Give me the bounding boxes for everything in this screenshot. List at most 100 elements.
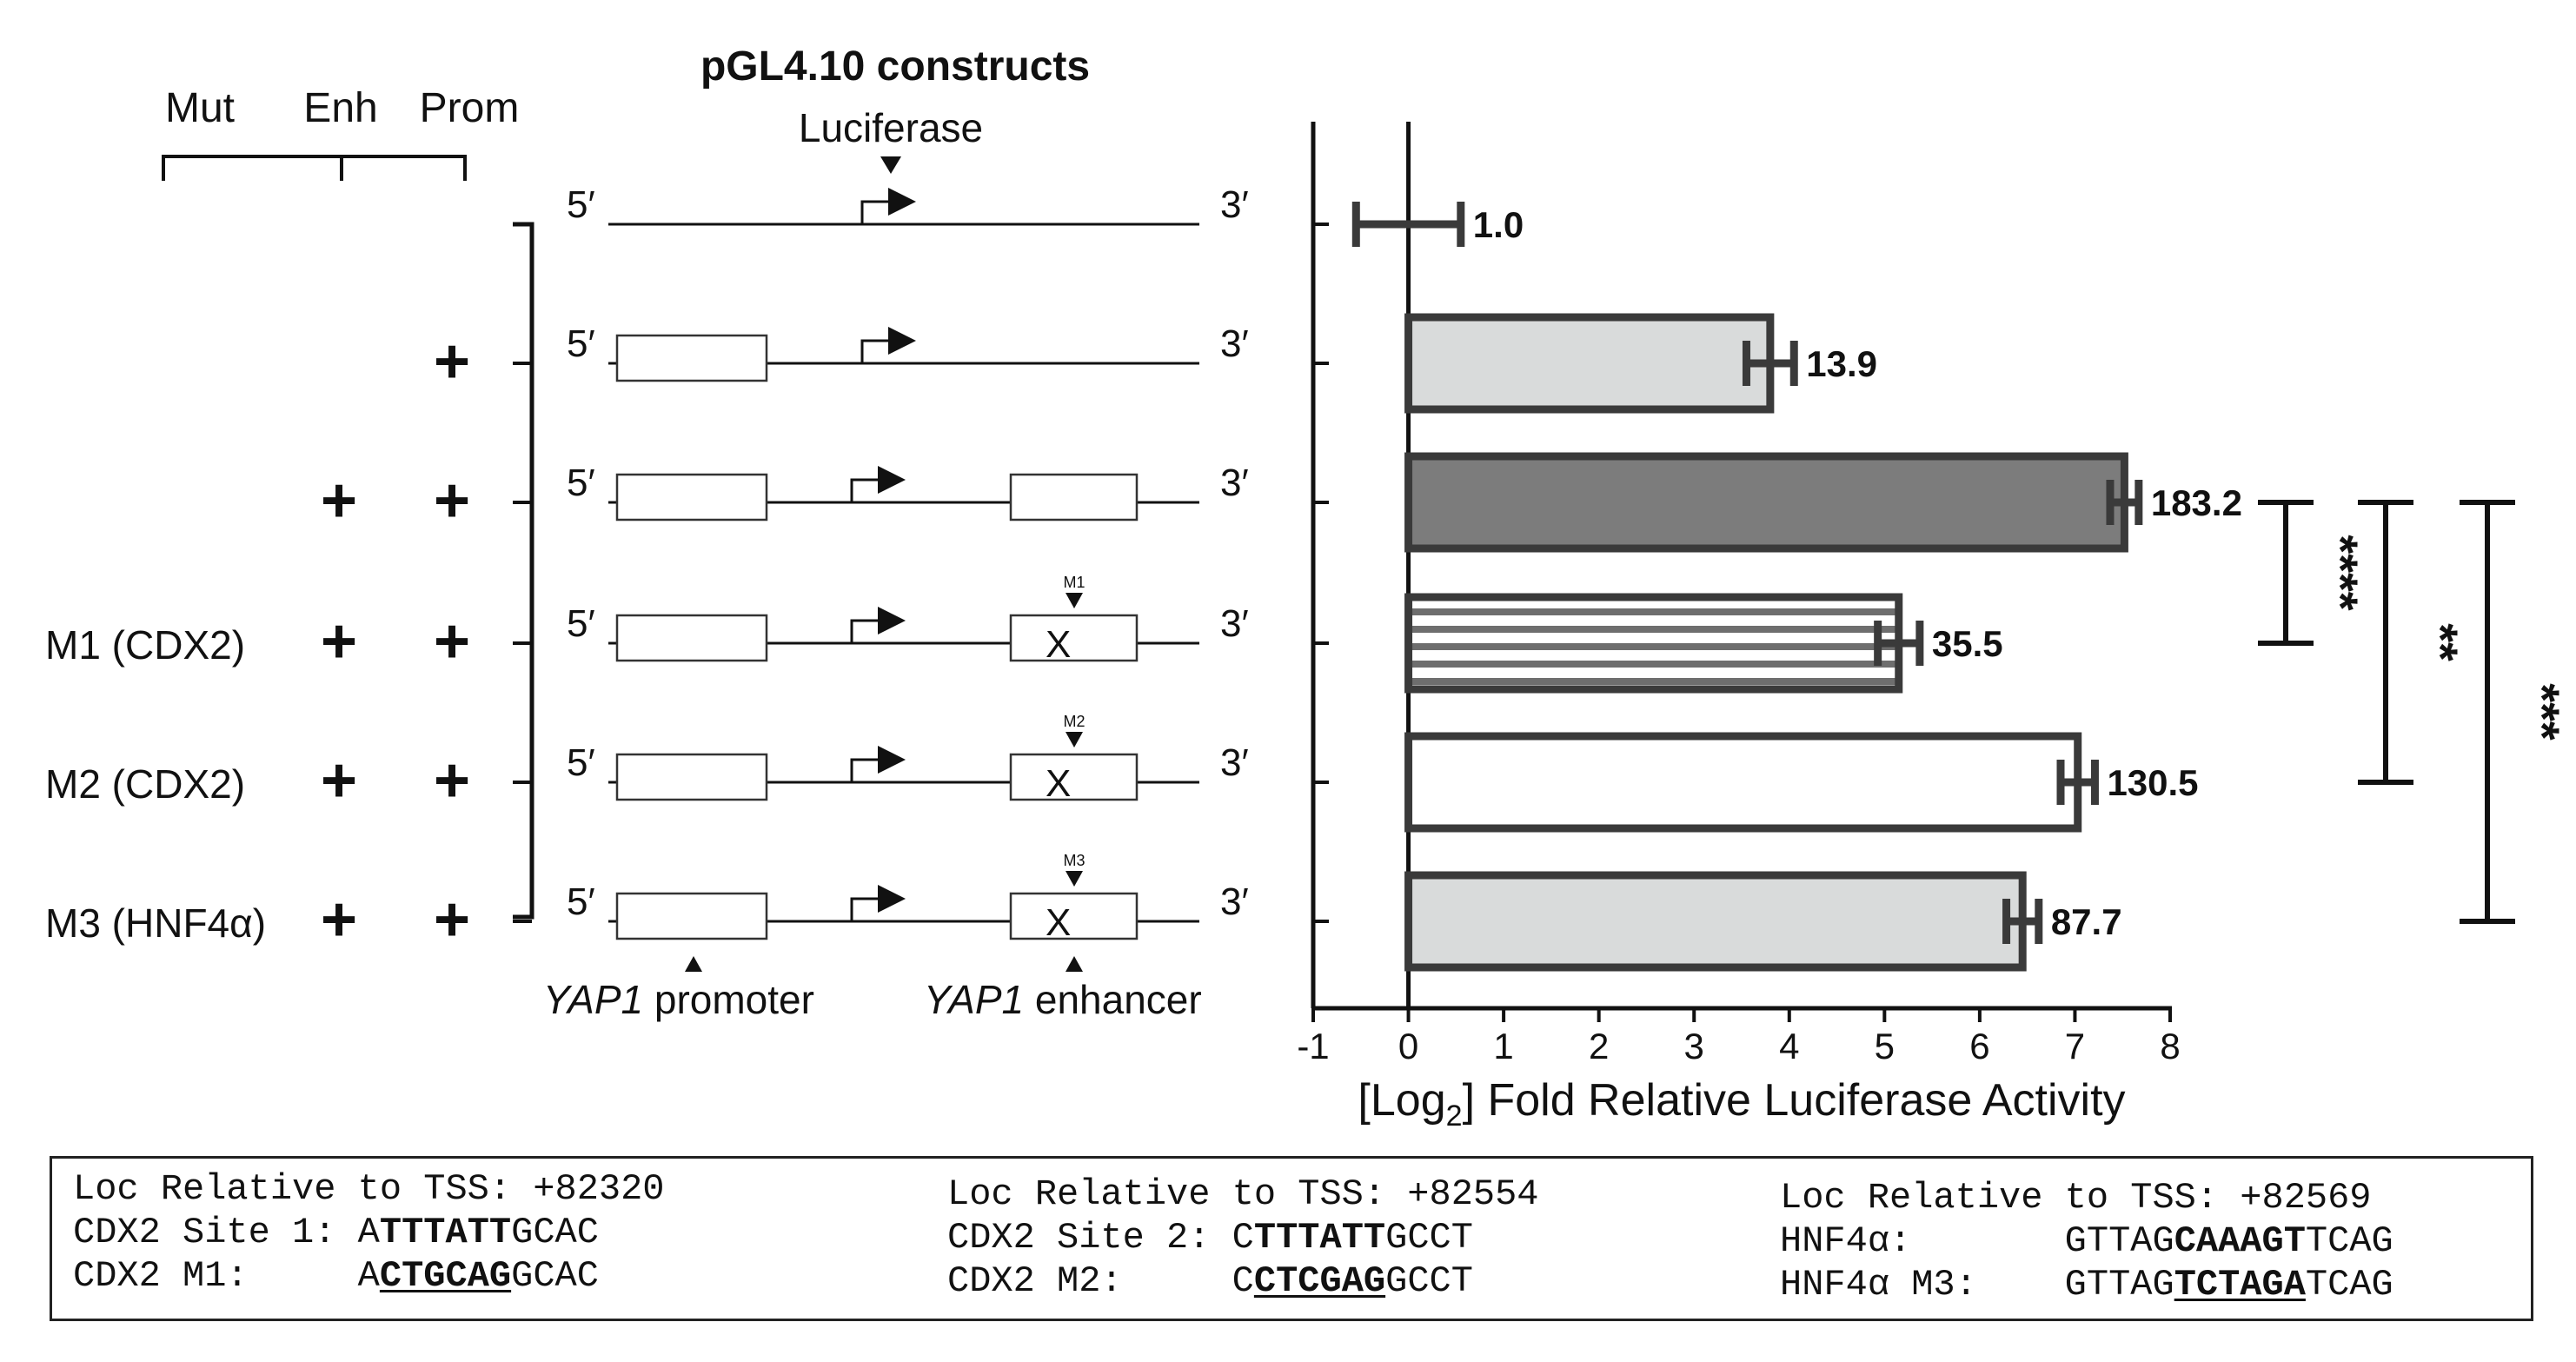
bar-value-label: 13.9 [1806,343,1877,384]
sequence-text: GCAC [511,1255,599,1297]
sequence-text: A [357,1255,380,1297]
bar [1404,871,2027,972]
sequence-text: A [357,1212,380,1253]
sequence-text: GCAC [511,1212,599,1253]
sequence-text: TCAG [2305,1264,2393,1306]
sequence-motif: CTGCAG [379,1255,512,1297]
luciferase-label: Luciferase [799,105,983,150]
three-prime-label: 3′ [1220,462,1249,504]
bar [1404,313,1775,414]
sequence-line: Loc Relative to TSS: +82554 [947,1173,1539,1216]
significance-bracket [2358,500,2413,785]
promoter-label: YAP1 promoter [543,977,814,1022]
promoter-box [615,334,768,382]
column-header-mut: Mut [165,85,235,131]
enhancer-box [1009,614,1139,662]
sequence-line: HNF4α M3: GTTAGTCTAGATCAG [1780,1263,2393,1306]
five-prime-label: 5′ [567,741,595,784]
significance-stars: ** [2413,623,2468,661]
sequence-line: Loc Relative to TSS: +82569 [1780,1176,2393,1219]
x-tick-label: 8 [2160,1026,2180,1066]
five-prime-label: 5′ [567,183,595,226]
promoter-pointer-icon [685,956,702,972]
tss-arrow-icon [850,897,881,921]
site-label: M1 [1063,574,1085,591]
sequence-text: CDX2 M1: [73,1255,358,1297]
sequence-line: CDX2 Site 2: CTTTATTGCCT [947,1216,1539,1259]
x-tick-label: 2 [1589,1026,1609,1066]
three-prime-label: 3′ [1220,602,1249,645]
sequence-line: CDX2 M1: ACTGCAGGCAC [73,1254,665,1298]
sequence-text: Loc Relative to TSS: +82554 [947,1173,1539,1215]
x-tick-label: 3 [1684,1026,1704,1066]
tss-arrowhead-icon [878,466,906,494]
enhancer-box [1009,892,1139,940]
x-tick-label: 4 [1779,1026,1799,1066]
enhancer-box [1009,473,1139,522]
five-prime-label: 5′ [567,602,595,645]
bar [1404,593,1903,694]
bar-value-label: 183.2 [2151,482,2242,523]
x-tick-label: 7 [2065,1026,2085,1066]
significance-bracket [2258,500,2314,646]
promoter-box [615,614,768,662]
bar-value-label: 87.7 [2051,901,2122,942]
sequence-text: TCAG [2305,1220,2393,1262]
promoter-plus: + [434,607,470,676]
tss-arrowhead-icon [878,607,906,634]
x-tick-label: 1 [1493,1026,1513,1066]
tss-arrowhead-icon [888,188,916,216]
enhancer-pointer-icon [1066,956,1083,972]
tss-arrowhead-icon [878,885,906,913]
sequence-text: CDX2 Site 2: [947,1217,1232,1259]
column-header-prom: Prom [420,85,520,131]
mutation-label: M3 (HNF4α) [45,900,266,946]
x-tick-label: 6 [1969,1026,1989,1066]
sequence-text: Loc Relative to TSS: +82320 [73,1168,665,1210]
sequence-text: C [1232,1260,1254,1302]
sequence-line: Loc Relative to TSS: +82320 [73,1167,665,1211]
site-pointer-icon [1066,593,1083,608]
tss-arrow-icon [850,758,881,782]
bar [1404,452,2128,553]
sequence-text: HNF4α M3: [1780,1264,2065,1306]
enhancer-plus: + [321,885,357,954]
sequence-text: Loc Relative to TSS: +82569 [1780,1177,2372,1219]
promoter-plus: + [434,466,470,535]
sequence-motif: CTCGAG [1253,1260,1386,1302]
site-pointer-icon [1066,871,1083,887]
significance-bracket [2460,500,2515,924]
sequence-text: GTTAG [2064,1220,2174,1262]
bar-value-label: 35.5 [1932,623,2003,664]
promoter-plus: + [434,746,470,815]
three-prime-label: 3′ [1220,880,1249,923]
promoter-box [615,473,768,522]
mutation-x-mark: X [1046,901,1071,944]
mutation-label: M1 (CDX2) [45,622,245,668]
sequence-text: GTTAG [2064,1264,2174,1306]
significance-stars: *** [2515,683,2570,741]
enhancer-plus: + [321,607,357,676]
tss-arrowhead-icon [888,327,916,355]
mutation-label: M2 (CDX2) [45,761,245,807]
significance-stars: **** [2314,535,2368,610]
sequence-line: CDX2 M2: CCTCGAGGCCT [947,1259,1539,1303]
five-prime-label: 5′ [567,322,595,365]
sequence-line: CDX2 Site 1: ATTTATTGCAC [73,1211,665,1254]
sequence-motif: TCTAGA [2174,1264,2306,1306]
header-bracket [162,155,467,181]
sequence-motif: CAAAGT [2174,1220,2306,1262]
tss-arrow-icon [860,200,892,224]
construct-bracket [513,222,534,920]
enhancer-box [1009,753,1139,801]
promoter-plus: + [434,885,470,954]
three-prime-label: 3′ [1220,741,1249,784]
mutation-x-mark: X [1046,762,1071,805]
promoter-box [615,892,768,940]
promoter-plus: + [434,327,470,396]
